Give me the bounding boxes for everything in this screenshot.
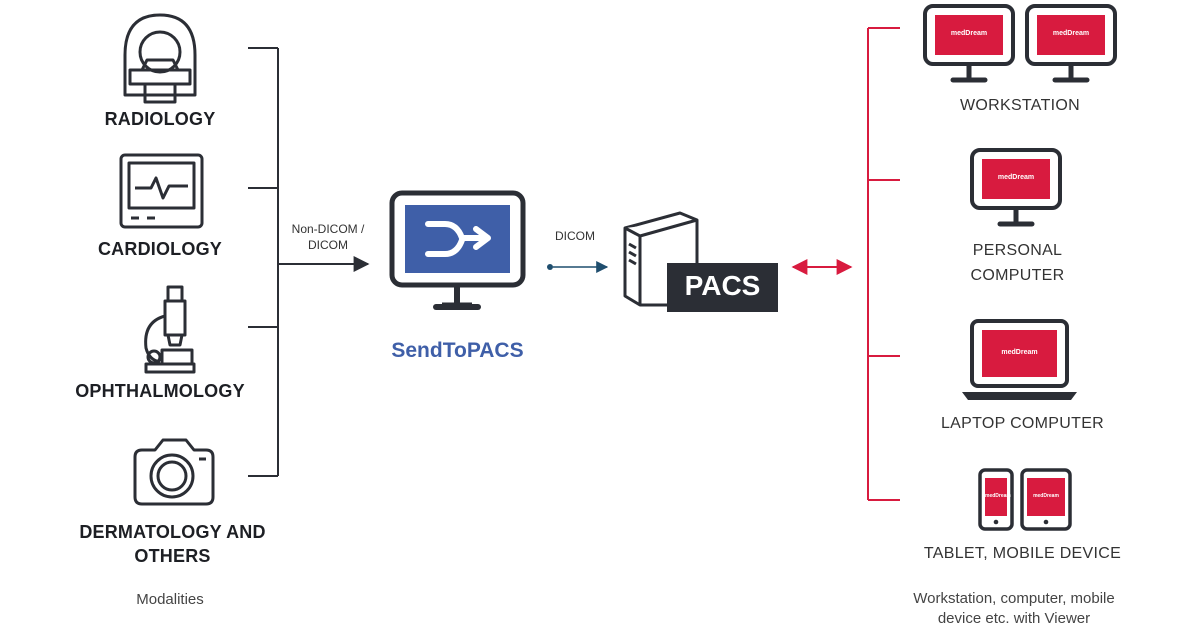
viewer-label-workstation: WORKSTATION: [959, 97, 1081, 114]
workstation-screen-brand: medDream: [950, 30, 988, 37]
viewer-label-personal: PERSONAL: [972, 242, 1063, 259]
ct-scanner-icon: [123, 13, 197, 104]
modality-label-ophthalmology: OPHTHALMOLOGY: [75, 381, 245, 401]
modality-label-radiology: RADIOLOGY: [104, 109, 216, 129]
sendtopacs-monitor-icon: [389, 190, 526, 310]
input-format-label-line2: DICOM: [308, 238, 348, 252]
viewer-label-laptop: LAPTOP COMPUTER: [940, 415, 1105, 432]
sendtopacs-title: SendToPACS: [391, 339, 524, 362]
workstation-monitor-icon: [923, 4, 1015, 83]
camera-icon: [133, 438, 215, 506]
workstation-screen-brand: medDream: [1052, 30, 1090, 37]
phone-screen-brand: medDream: [985, 493, 1011, 499]
modality-label-others: OTHERS: [134, 546, 211, 566]
modality-label-dermatology: DERMATOLOGY AND: [79, 522, 266, 542]
viewers-caption-line1: Workstation, computer, mobile: [913, 590, 1115, 607]
dicom-connector: [547, 261, 609, 273]
modalities-bracket: [248, 47, 279, 477]
mobile-phone-icon: [978, 468, 1014, 531]
viewer-label-computer: COMPUTER: [970, 267, 1065, 284]
viewers-bracket: [867, 27, 900, 501]
workstation-monitor-icon: [1025, 4, 1117, 83]
input-format-label-line1: Non-DICOM /: [291, 222, 365, 236]
modalities-caption: Modalities: [136, 591, 204, 608]
pacs-badge: [667, 263, 778, 312]
merge-arrow-icon: [425, 221, 491, 257]
laptop-icon: [962, 319, 1077, 400]
tablet-icon: [1020, 468, 1072, 531]
modality-label-cardiology: CARDIOLOGY: [97, 239, 222, 259]
laptop-screen-brand: medDream: [1001, 349, 1038, 356]
pacs-label: PACS: [684, 270, 761, 301]
cardiac-monitor-icon: [119, 153, 204, 229]
personal-computer-monitor-icon: [970, 148, 1062, 227]
dicom-label: DICOM: [555, 229, 595, 243]
tablet-screen-brand: medDream: [1033, 493, 1059, 499]
microscope-icon: [144, 285, 196, 374]
pc-screen-brand: medDream: [997, 174, 1035, 181]
viewers-caption-line2: device etc. with Viewer: [937, 610, 1091, 627]
viewer-label-tablet-mobile: TABLET, MOBILE DEVICE: [923, 545, 1122, 562]
